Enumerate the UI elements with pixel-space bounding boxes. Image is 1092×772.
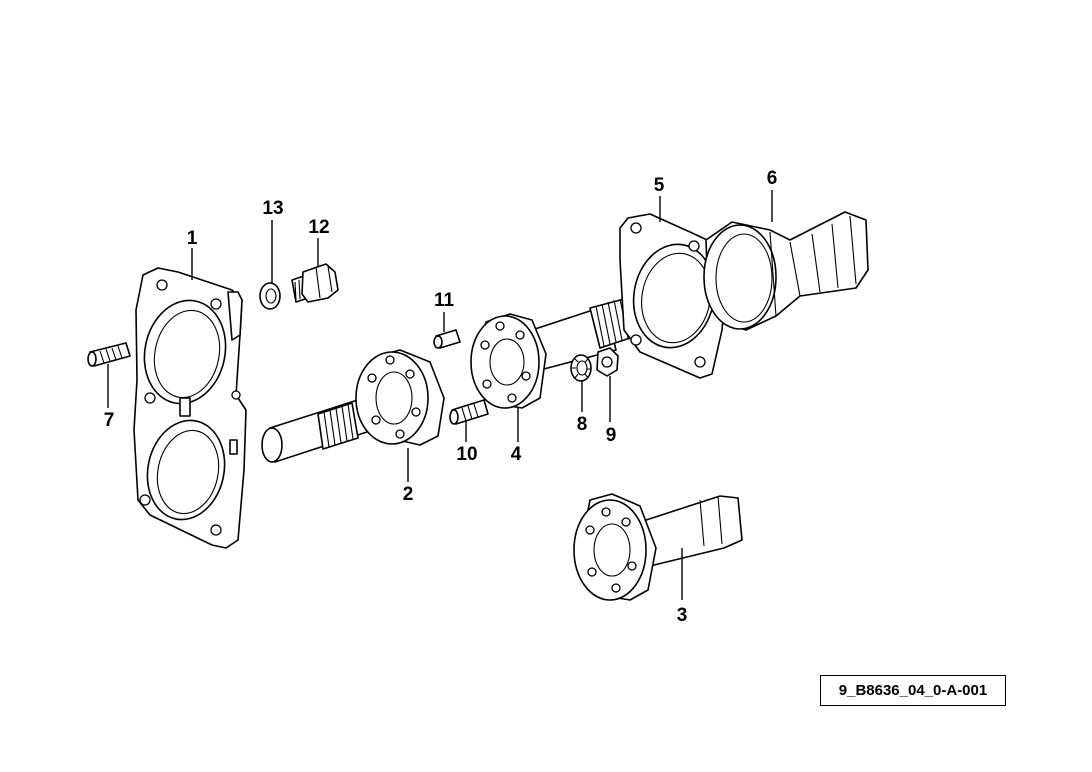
part-10-stud	[449, 399, 489, 425]
callout-10: 10	[456, 444, 477, 465]
part-3-flange-shaft	[573, 493, 743, 601]
callout-7: 7	[104, 410, 115, 431]
part-6-protective-cover	[703, 211, 869, 331]
part-9-hex-nut	[596, 347, 619, 377]
callout-6: 6	[767, 168, 778, 189]
callout-12: 12	[308, 217, 329, 238]
callout-9: 9	[606, 425, 617, 446]
part-12-screw-plug	[291, 263, 339, 303]
callout-13: 13	[262, 198, 283, 219]
part-7-stud	[87, 342, 131, 367]
drawing-id: 9_B8636_04_0-A-001	[838, 682, 988, 699]
callout-3: 3	[677, 605, 688, 626]
callout-2: 2	[403, 484, 414, 505]
part-4-flange-and-shaft	[470, 297, 637, 409]
part-2-shaft	[261, 349, 445, 463]
part-1-housing-plate	[133, 267, 247, 549]
callout-4: 4	[511, 444, 522, 465]
drawing-id-box: 9_B8636_04_0-A-001	[820, 675, 1006, 706]
part-5-cover-plate	[619, 213, 729, 379]
callout-5: 5	[654, 175, 665, 196]
callout-11: 11	[434, 290, 455, 311]
callout-8: 8	[577, 414, 588, 435]
part-8-lock-washer	[570, 354, 592, 382]
leader-lines	[107, 190, 773, 600]
part-13-sealing-ring	[259, 282, 281, 310]
part-11-pin	[433, 329, 461, 349]
callout-1: 1	[187, 228, 198, 249]
